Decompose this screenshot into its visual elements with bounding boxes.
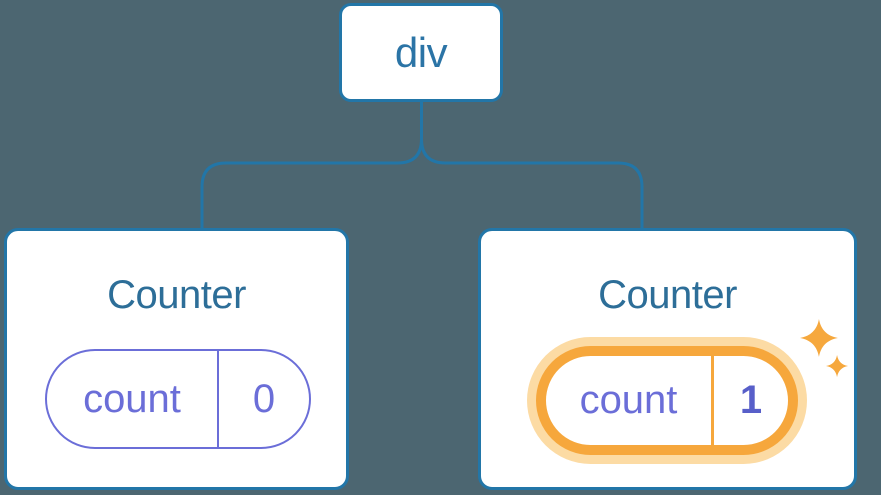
- state-pill: count 0: [45, 349, 311, 449]
- component-card-counter-left: Counter count 0: [4, 228, 349, 490]
- component-card-counter-right: Counter count 1: [478, 228, 857, 490]
- div-node-label: div: [394, 28, 448, 76]
- tree-node-div: div: [339, 3, 503, 102]
- component-title: Counter: [107, 273, 246, 317]
- component-title: Counter: [598, 273, 737, 317]
- state-value: 0: [217, 351, 309, 447]
- state-name-label: count: [579, 378, 678, 422]
- state-value: 1: [711, 356, 788, 445]
- connector-left-branch: [200, 100, 423, 229]
- state-pill-highlighted: count 1: [536, 346, 798, 455]
- state-name-label: count: [83, 376, 181, 421]
- sparkles-icon: [800, 319, 849, 378]
- connector-right-branch: [420, 100, 644, 229]
